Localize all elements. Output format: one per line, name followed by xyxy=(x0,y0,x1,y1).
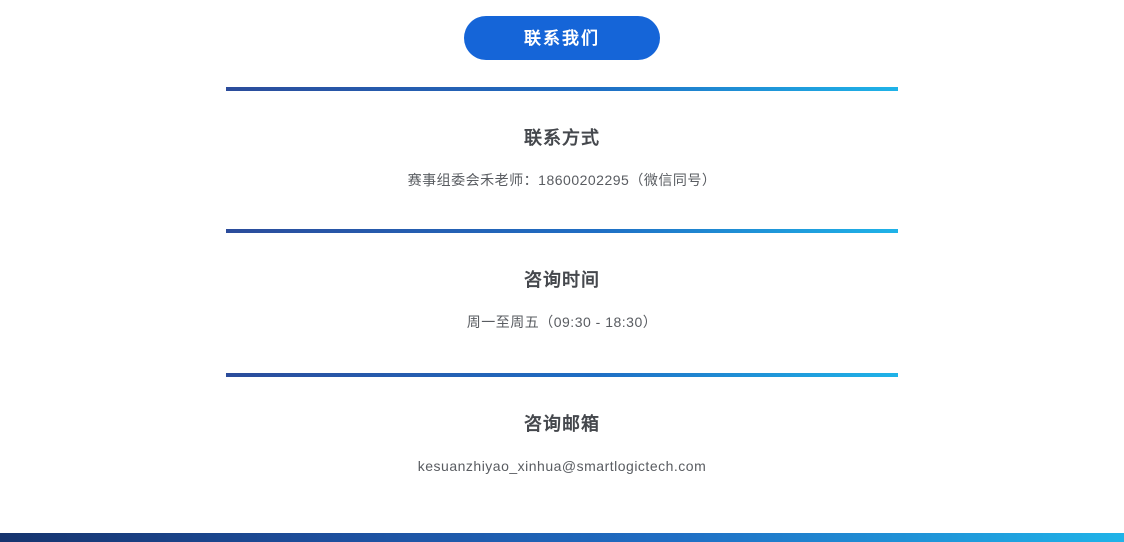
email-address-text: kesuanzhiyao_xinhua@smartlogictech.com xyxy=(417,458,707,474)
contact-email-title: 咨询邮箱 xyxy=(524,414,600,434)
bottom-gradient-bar xyxy=(0,533,1124,542)
section-divider xyxy=(226,373,898,377)
contact-us-button[interactable]: 联系我们 xyxy=(464,16,660,60)
phone-number-text: 赛事组委会禾老师：18600202295（微信同号） xyxy=(407,172,717,188)
section-divider xyxy=(226,229,898,233)
office-hours-text: 周一至周五（09:30 - 18:30） xyxy=(466,314,658,330)
contact-method-title: 联系方式 xyxy=(524,128,600,148)
section-divider xyxy=(226,87,898,91)
office-hours-title: 咨询时间 xyxy=(524,270,600,290)
